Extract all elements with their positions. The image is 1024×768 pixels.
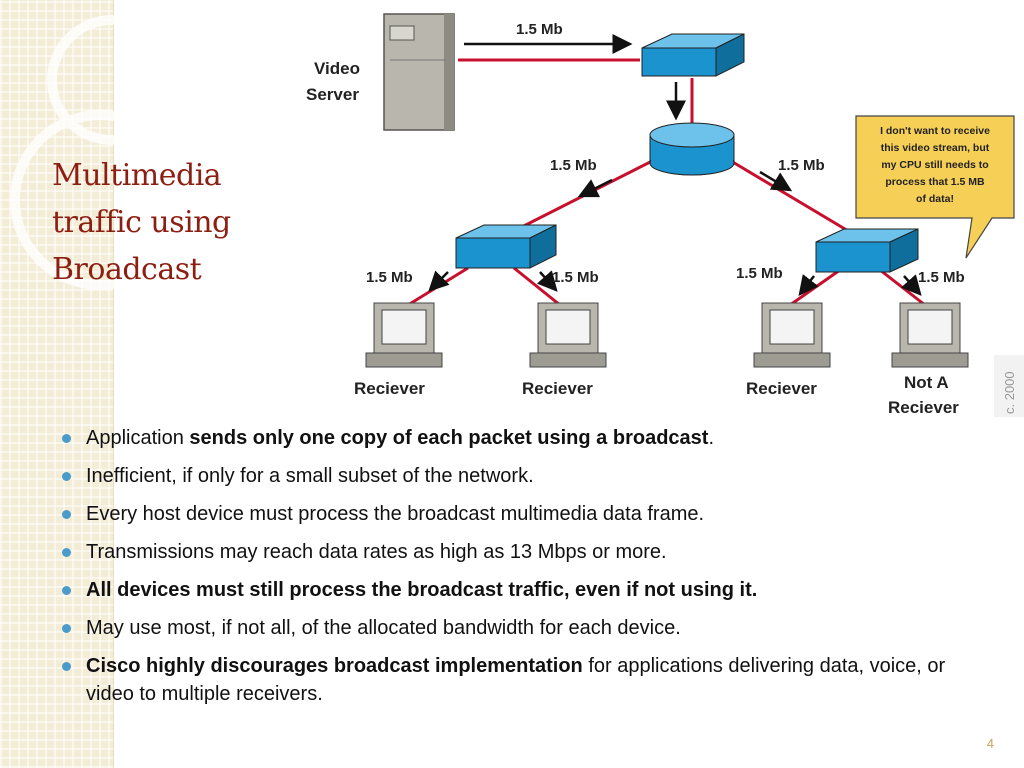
callout-line-5: of data! <box>916 193 954 205</box>
bullet-item: Inefficient, if only for a small subset … <box>62 462 962 490</box>
computer-receiver-3 <box>753 302 831 368</box>
receiver-label-3: Reciever <box>746 379 817 398</box>
rate-label-left-left: 1.5 Mb <box>366 269 413 286</box>
callout-line-4: process that 1.5 MB <box>885 176 985 188</box>
traffic-arrows <box>428 34 922 296</box>
slide-title: Multimedia traffic using Broadcast <box>52 152 282 293</box>
callout-line-3: my CPU still needs to <box>881 159 988 171</box>
slide-title-line-3: Broadcast <box>52 252 202 287</box>
router <box>649 122 735 176</box>
slide-title-line-2: traffic using <box>52 205 231 240</box>
decorative-arcs <box>10 15 190 290</box>
server-label-line1: Video <box>314 59 360 78</box>
rate-label-left-right: 1.5 Mb <box>552 269 599 286</box>
bullet-item: Every host device must process the broad… <box>62 500 962 528</box>
callout-line-2: this video stream, but <box>881 142 990 154</box>
bullet-item: Transmissions may reach data rates as hi… <box>62 538 962 566</box>
bullet-item: May use most, if not all, of the allocat… <box>62 614 962 642</box>
bullet-item: Application sends only one copy of each … <box>62 424 962 452</box>
switch-left <box>455 224 557 269</box>
switch-right <box>815 228 919 273</box>
receiver-label-1: Reciever <box>354 379 425 398</box>
page-number: 4 <box>986 736 994 751</box>
copyright-label: c. 2000 <box>1002 371 1017 414</box>
rate-label-left: 1.5 Mb <box>550 157 597 174</box>
bullet-item: Cisco highly discourages broadcast imple… <box>62 652 962 708</box>
rate-label-right-left: 1.5 Mb <box>736 265 783 282</box>
bullet-item: All devices must still process the broad… <box>62 576 962 604</box>
switch-top <box>641 33 745 77</box>
not-receiver-label-line2: Reciever <box>888 398 959 417</box>
not-receiver-label-line1: Not A <box>904 373 949 392</box>
server-label-line2: Server <box>306 85 359 104</box>
computer-receiver-2 <box>529 302 607 368</box>
callout-line-1: I don't want to receive <box>880 125 990 137</box>
receiver-label-2: Reciever <box>522 379 593 398</box>
computer-not-receiver <box>891 302 969 368</box>
speech-bubble <box>855 115 1015 259</box>
computer-receiver-1 <box>365 302 443 368</box>
rate-label-right: 1.5 Mb <box>778 157 825 174</box>
video-server <box>383 13 455 131</box>
network-diagram: Video Server <box>10 13 1024 417</box>
bullet-list: Application sends only one copy of each … <box>62 424 962 718</box>
rate-label-right-right: 1.5 Mb <box>918 269 965 286</box>
rate-label-top: 1.5 Mb <box>516 21 563 38</box>
slide-title-line-1: Multimedia <box>52 158 222 193</box>
